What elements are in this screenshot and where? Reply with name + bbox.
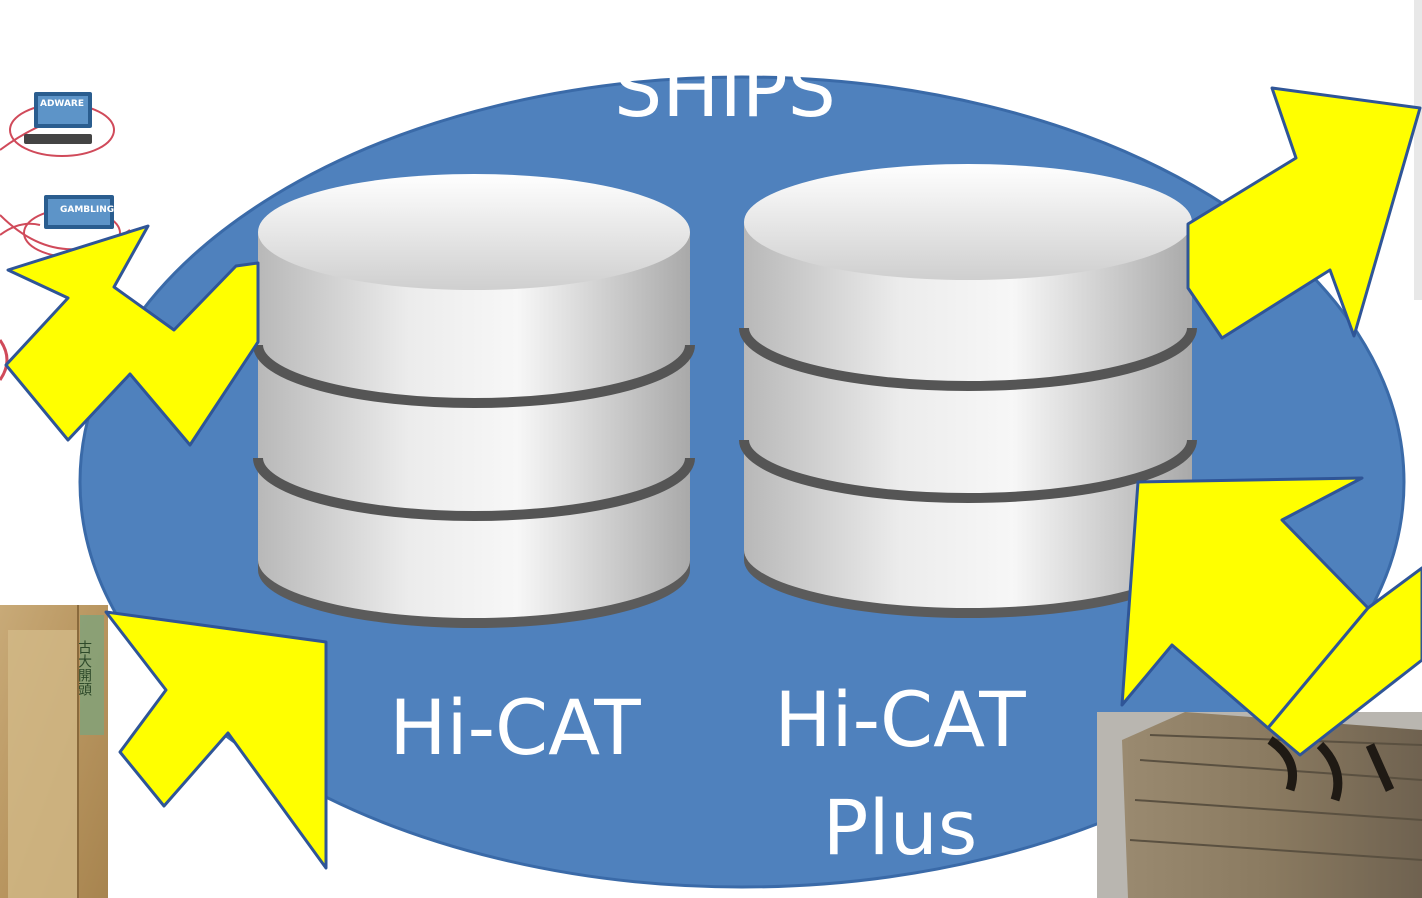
ships-title: SHIPS bbox=[614, 45, 836, 134]
database-label-line2: Plus bbox=[822, 783, 978, 872]
document-image: 古大開頭 bbox=[0, 605, 108, 898]
database-icon bbox=[253, 174, 695, 628]
arrow-from-book-side bbox=[1266, 566, 1422, 757]
book-image bbox=[1097, 712, 1422, 898]
database-icon bbox=[739, 164, 1197, 618]
svg-text:古大開頭: 古大開頭 bbox=[76, 640, 92, 696]
right-edge-image bbox=[1414, 0, 1422, 300]
network-illustration: ADWARE GAMBLING bbox=[0, 92, 131, 381]
network-tag-adware: ADWARE bbox=[40, 99, 84, 109]
computer-icon: ADWARE bbox=[9, 92, 115, 157]
database-label-hicat: Hi-CAT bbox=[389, 683, 641, 772]
computer-icon: GAMBLING bbox=[23, 195, 121, 258]
arrow-to-right bbox=[1186, 86, 1422, 340]
database-label-line1: Hi-CAT bbox=[774, 675, 1026, 764]
network-tag-gambling: GAMBLING bbox=[60, 205, 114, 215]
database-label-hicat-plus: Hi-CAT Plus bbox=[740, 666, 1060, 882]
arrow-to-network bbox=[4, 224, 260, 447]
arrow-from-document bbox=[104, 610, 328, 870]
